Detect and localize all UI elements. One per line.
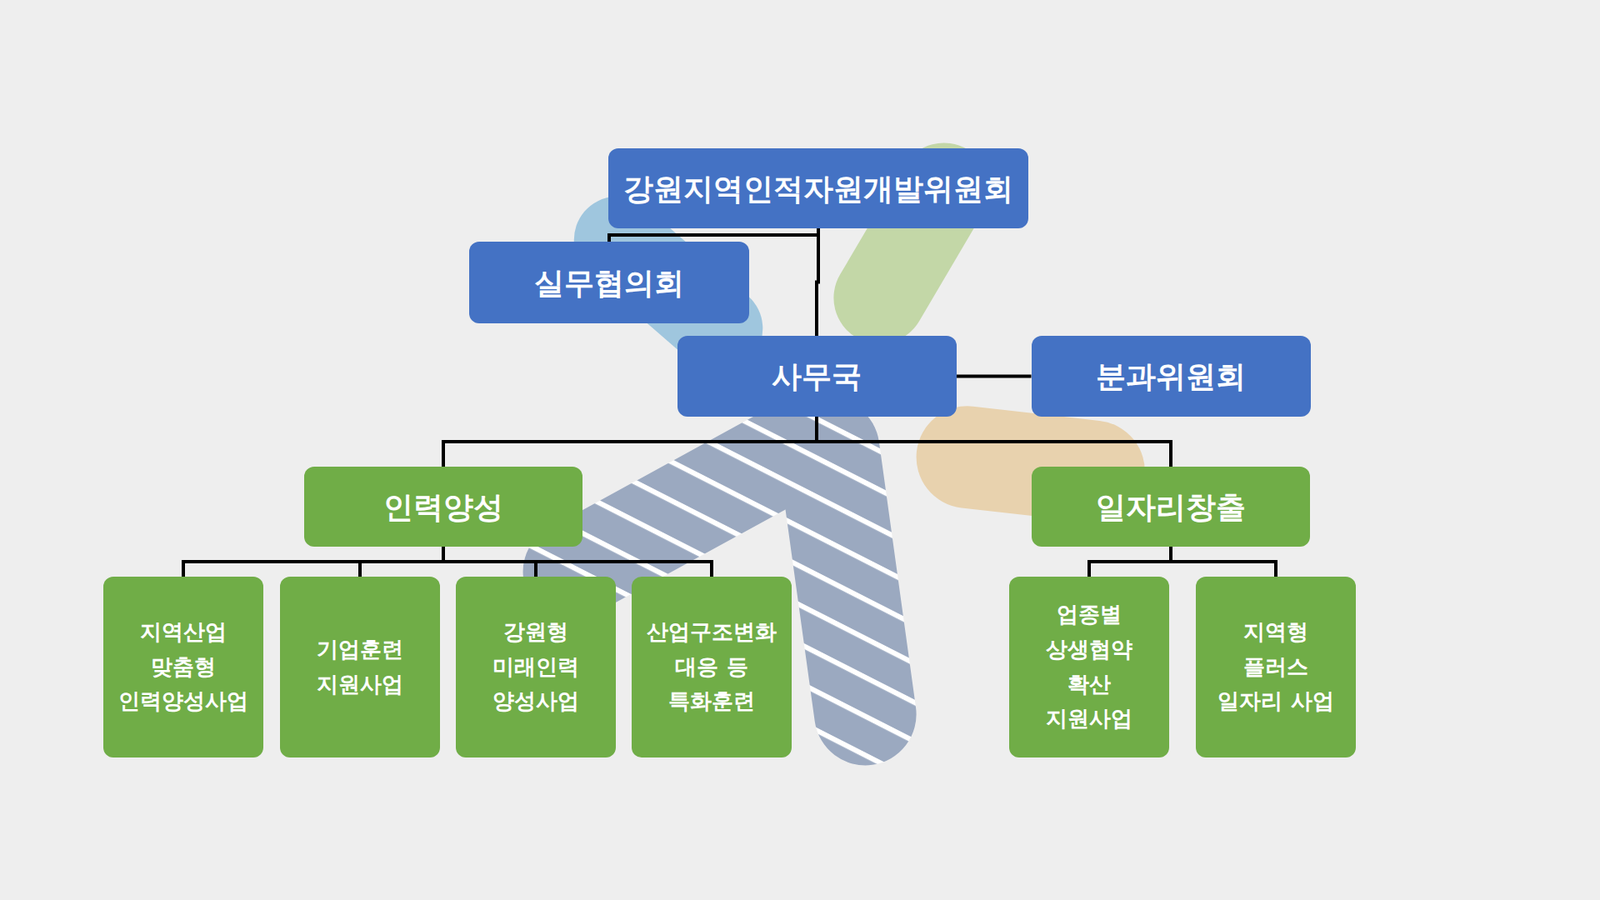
org-connector bbox=[1170, 546, 1276, 577]
program-box: 산업구조변화 대응 등 특화훈련 bbox=[631, 576, 792, 758]
box-label: 지역산업 맞춤형 인력양성사업 bbox=[116, 615, 250, 720]
org-connector bbox=[816, 228, 819, 336]
box-label: 지역형 플러스 일자리 사업 bbox=[1209, 615, 1343, 720]
program-box: 강원형 미래인력 양성사업 bbox=[455, 576, 616, 758]
org-connector bbox=[183, 546, 444, 577]
org-box: 분과위원회 bbox=[1031, 335, 1311, 417]
striped-band bbox=[571, 454, 786, 572]
org-box: 실무협의회 bbox=[469, 241, 750, 324]
box-label: 분과위원회 bbox=[1095, 357, 1246, 395]
program-box: 지역형 플러스 일자리 사업 bbox=[1195, 576, 1356, 758]
org-box: 일자리창출 bbox=[1031, 466, 1310, 547]
org-connector bbox=[443, 416, 817, 467]
org-box: 사무국 bbox=[677, 335, 957, 417]
org-connector bbox=[1089, 546, 1171, 577]
box-label: 실무협의회 bbox=[534, 264, 685, 302]
box-label: 일자리창출 bbox=[1095, 488, 1246, 526]
program-box: 업종별 상생협약 확산 지원사업 bbox=[1009, 576, 1170, 758]
box-label: 인력양성 bbox=[383, 488, 504, 526]
box-label: 강원지역인적자원개발위원회 bbox=[623, 170, 1014, 208]
box-label: 업종별 상생협약 확산 지원사업 bbox=[1022, 597, 1156, 736]
org-box: 인력양성 bbox=[304, 466, 583, 547]
program-box: 지역산업 맞춤형 인력양성사업 bbox=[103, 576, 264, 758]
org-box: 강원지역인적자원개발위원회 bbox=[608, 148, 1029, 229]
program-box: 기업훈련 지원사업 bbox=[280, 576, 440, 758]
org-connector bbox=[956, 375, 1032, 379]
org-connector bbox=[609, 228, 819, 242]
org-connector bbox=[443, 546, 712, 577]
box-label: 사무국 bbox=[771, 357, 862, 395]
org-connector bbox=[360, 546, 444, 577]
box-label: 기업훈련 지원사업 bbox=[293, 632, 427, 702]
striped-band bbox=[828, 449, 865, 715]
box-label: 산업구조변화 대응 등 특화훈련 bbox=[645, 615, 779, 720]
box-label: 강원형 미래인력 양성사업 bbox=[469, 615, 603, 720]
org-connector bbox=[816, 416, 1171, 467]
